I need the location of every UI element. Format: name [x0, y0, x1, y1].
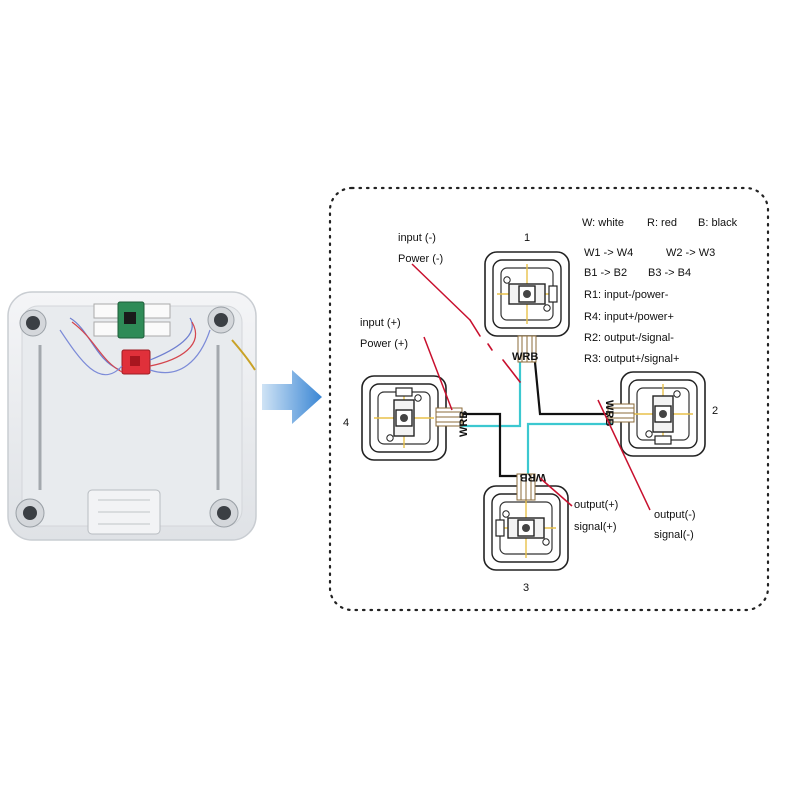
callout-lines [411, 263, 651, 511]
label-power-minus: Power (-) [398, 253, 443, 265]
cell-number-1: 1 [524, 232, 530, 244]
scale-foot-icon [15, 498, 45, 528]
load-cell-2 [607, 371, 706, 457]
label-output-minus: output(-) [654, 509, 696, 521]
label-input-minus: input (-) [398, 232, 436, 244]
legend-role-r2: R2: output-/signal- [584, 332, 674, 344]
cell-number-2: 2 [712, 405, 718, 417]
dotted-frame [328, 186, 770, 612]
cell-number-4: 4 [343, 417, 349, 429]
scale-foot-icon [19, 309, 47, 337]
black-wire-b1-b2 [532, 350, 614, 416]
scale-photo [7, 291, 257, 541]
label-power-plus: Power (+) [360, 338, 408, 350]
legend-map-b1-b2: B1 -> B2 [584, 267, 627, 279]
legend-color-black: B: black [698, 217, 738, 229]
white-wire-w2-w3 [526, 422, 614, 486]
legend-role-r4: R4: input+/power+ [584, 311, 674, 323]
legend: W: white R: red B: black W1 -> W4 W2 -> … [582, 217, 738, 365]
load-cell-3 [483, 473, 569, 571]
label-signal-minus: signal(-) [654, 529, 694, 541]
wire-code-cell-4: WRB [458, 411, 470, 437]
scale-foot-icon [209, 498, 239, 528]
scale-wires [59, 317, 256, 376]
legend-map-b3-b4: B3 -> B4 [648, 267, 691, 279]
legend-role-r3: R3: output+/signal+ [584, 353, 679, 365]
legend-role-r1: R1: input-/power- [584, 289, 669, 301]
label-output-plus: output(+) [574, 499, 618, 511]
load-cell-1 [484, 251, 570, 363]
black-wire-b3-b4 [459, 412, 526, 478]
wiring [459, 319, 614, 486]
wire-code-cell-1: WRB [512, 351, 538, 363]
load-cell-4 [361, 375, 463, 461]
legend-color-white: W: white [582, 217, 624, 229]
wire-code-cell-2: WRB [603, 400, 615, 426]
legend-map-w2-w3: W2 -> W3 [666, 247, 715, 259]
label-signal-plus: signal(+) [574, 521, 617, 533]
legend-map-w1-w4: W1 -> W4 [584, 247, 633, 259]
wire-code-cell-3: WRB [520, 471, 546, 483]
right-arrow-icon [262, 370, 322, 424]
label-input-plus: input (+) [360, 317, 401, 329]
white-wire-w1-w4 [459, 350, 522, 428]
legend-color-red: R: red [647, 217, 677, 229]
cell-number-3: 3 [523, 582, 529, 594]
scale-foot-icon [207, 306, 235, 334]
